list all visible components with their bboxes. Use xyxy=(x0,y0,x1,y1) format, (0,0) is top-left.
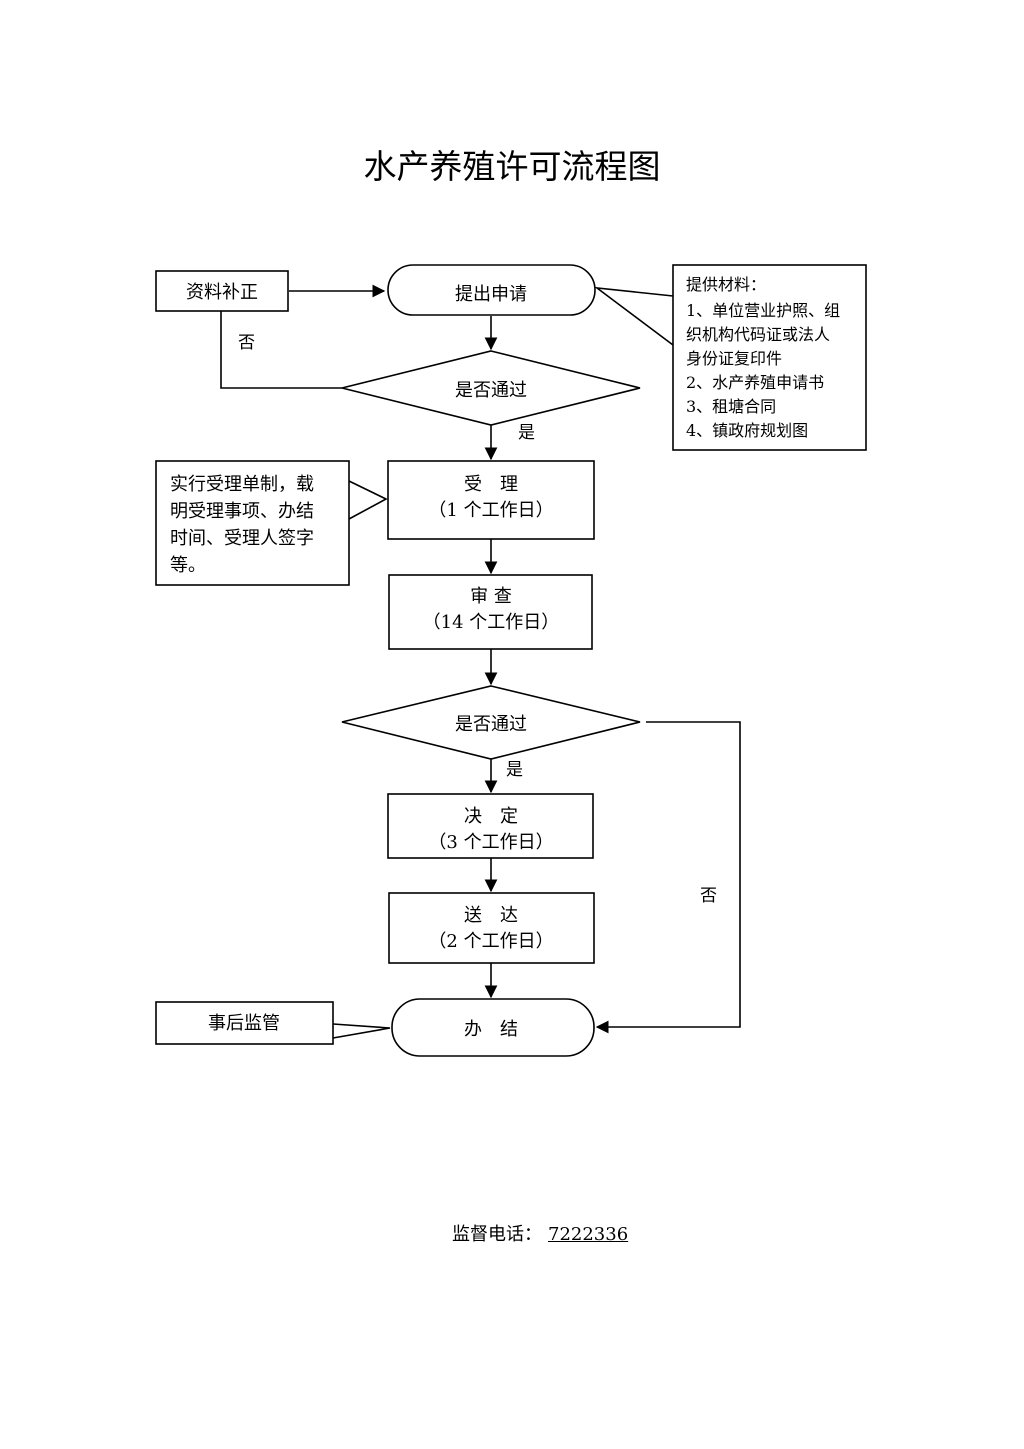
materials-line: 织机构代码证或法人 xyxy=(686,325,830,344)
phone-number: 7222336 xyxy=(548,1224,629,1245)
materials-line: 1、单位营业护照、组 xyxy=(686,301,840,320)
materials-callout xyxy=(594,286,674,346)
check1-label: 是否通过 xyxy=(455,380,527,401)
yes-label-1: 是 xyxy=(518,423,535,443)
supplement-box xyxy=(155,270,289,312)
materials-line: 身份证复印件 xyxy=(686,349,782,368)
supervision-phone: 监督电话： 7222336 xyxy=(452,1220,628,1246)
finish-label: 办 结 xyxy=(464,1019,518,1040)
finish-node xyxy=(391,998,595,1057)
deliver-days: （2 个工作日） xyxy=(428,931,553,952)
accept-note-line: 时间、受理人签字 xyxy=(170,528,314,549)
arrow-check2-no-finish xyxy=(595,721,741,1034)
accept-label: 受 理 xyxy=(464,474,518,495)
deliver-node xyxy=(388,892,595,964)
accept-note-callout xyxy=(348,480,388,520)
materials-heading: 提供材料： xyxy=(686,275,766,294)
supplement-label: 资料补正 xyxy=(186,282,258,303)
check2-label: 是否通过 xyxy=(455,714,527,735)
accept-note-line: 实行受理单制，载 xyxy=(170,474,314,495)
submit-label: 提出申请 xyxy=(455,284,527,305)
accept-note-line: 明受理事项、办结 xyxy=(170,501,314,522)
footer-label: 监督电话： xyxy=(452,1224,542,1245)
no-label-1: 否 xyxy=(238,333,255,353)
line-check1-no xyxy=(220,311,342,389)
accept-days: （1 个工作日） xyxy=(428,500,553,521)
accept-note-line: 等。 xyxy=(170,555,206,576)
no-label-2: 否 xyxy=(700,886,717,906)
supervise-label: 事后监管 xyxy=(208,1013,280,1034)
decide-days: （3 个工作日） xyxy=(428,832,553,853)
deliver-label: 送 达 xyxy=(464,905,518,926)
materials-box xyxy=(672,264,867,451)
supervise-box xyxy=(155,1001,334,1045)
materials-line: 3、租塘合同 xyxy=(686,397,776,416)
review-label: 审 查 xyxy=(470,586,512,607)
decide-label: 决 定 xyxy=(464,806,518,827)
yes-label-2: 是 xyxy=(506,760,523,780)
page-title: 水产养殖许可流程图 xyxy=(363,147,661,186)
materials-line: 4、镇政府规划图 xyxy=(686,421,808,440)
accept-note-box xyxy=(155,460,350,586)
submit-node xyxy=(387,264,596,316)
supervise-callout xyxy=(332,1023,391,1039)
review-days: （14 个工作日） xyxy=(423,612,560,633)
materials-line: 2、水产养殖申请书 xyxy=(686,373,824,392)
